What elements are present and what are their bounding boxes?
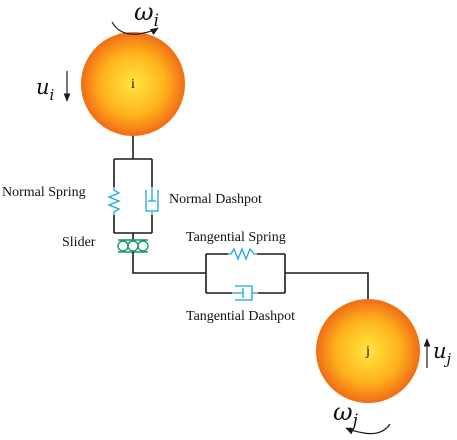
slider-icon: [117, 239, 149, 253]
particle-j-label: j: [365, 344, 370, 359]
symbol-subscript: i: [50, 87, 55, 104]
tangential-spring-label: Tangential Spring: [186, 230, 286, 245]
normal-dashpot-label: Normal Dashpot: [169, 192, 262, 207]
normal-dashpot-icon: [145, 187, 159, 215]
slider-label: Slider: [62, 235, 96, 250]
particle-i-sphere: [81, 32, 185, 136]
omega-i-symbol: ωi: [134, 0, 159, 30]
tangential-dashpot-icon: [232, 285, 258, 301]
u-i-symbol: ui: [36, 75, 54, 104]
omega-i-base: ω: [134, 0, 154, 26]
tangential-dashpot-label: Tangential Dashpot: [186, 309, 295, 324]
normal-spring-icon: [107, 187, 121, 215]
omega-j-symbol: ωj: [333, 398, 358, 430]
normal-branch: [107, 136, 159, 240]
tangential-spring-icon: [228, 247, 257, 261]
particle-j-sphere: [316, 299, 420, 403]
omega-i-arrow-icon: [111, 21, 159, 35]
particle-j: j: [316, 299, 420, 403]
omega-j-arrow-icon: [345, 423, 391, 435]
connector-wire: [132, 252, 206, 274]
tangential-branch: [205, 247, 286, 301]
particle-i: i: [81, 32, 185, 136]
u-j-symbol: uj: [433, 339, 452, 368]
particle-i-label: i: [131, 77, 135, 92]
symbol-subscript: i: [154, 10, 159, 30]
symbol-subscript: j: [444, 351, 452, 368]
symbol-subscript: j: [349, 410, 358, 430]
normal-spring-label: Normal Spring: [2, 185, 86, 200]
connector-wire-j: [285, 272, 369, 299]
